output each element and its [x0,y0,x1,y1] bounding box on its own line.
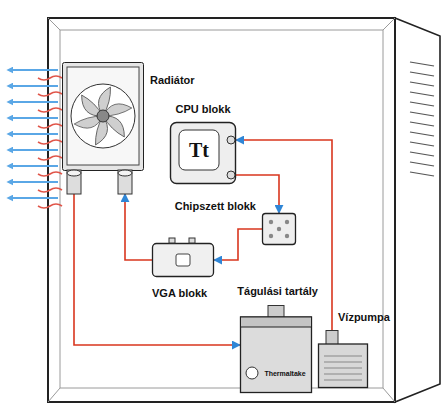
coolant-tube [236,140,332,330]
cpu-block-body [171,123,236,184]
fitting-end [118,170,132,176]
air-arrow [12,117,58,119]
component-node: VGA blokk [152,243,214,277]
component-node: Vízpumpa [318,330,368,388]
component-shape [262,213,296,245]
pump-fin [324,368,362,369]
warm-air [38,76,62,80]
screw [269,234,273,238]
pump-fin [324,380,362,381]
warm-air [38,140,62,144]
hose-fitting [189,238,195,243]
brand-logo [246,367,258,379]
component-node: Chipszett blokk [262,213,296,245]
hose-fitting [67,170,81,194]
vga-window [176,254,190,266]
case-inner-edge [60,30,383,388]
hose-fitting [227,136,235,144]
vent-slot [410,92,434,96]
vent-slot [410,102,434,106]
air-arrow [12,149,58,151]
vent-slot [410,132,434,136]
case-corner [48,388,60,402]
case-corner [48,18,60,30]
screw [285,220,289,224]
fan-ring [71,84,135,148]
component-label: Radiátor [150,74,195,87]
vga-block-body [153,244,214,277]
pump-body [319,344,368,388]
component-label: Chipszett blokk [175,200,256,213]
air-arrow [12,197,58,199]
component-node: CPU blokkTt [170,122,236,184]
reservoir-cap [268,306,284,318]
warm-air [38,108,62,112]
case-side [48,18,395,402]
component-label: Vízpumpa [338,311,390,324]
warm-air [38,188,62,192]
warm-air [38,156,62,160]
hose-fitting [169,238,175,243]
vent-slot [410,112,434,116]
screw [269,220,273,224]
warm-air [38,172,62,176]
brand-text: Thermaltake [260,367,310,379]
component-label: Tágulási tartály [237,285,318,298]
fan-hub [97,110,109,122]
vent-slot [410,152,434,156]
coolant-tube [214,229,262,260]
component-shape [152,243,214,277]
case-corner [383,18,395,30]
screw [277,227,281,231]
component-shape [318,330,368,388]
fan-frame [67,67,139,165]
screw [285,234,289,238]
pump-fin [324,362,362,363]
component-node: Tágulási tartályThermaltake [240,305,312,393]
air-arrow [12,69,58,71]
front-panel [395,18,440,402]
air-arrow [12,133,58,135]
hose-fitting [118,170,132,194]
vent-slot [410,142,434,146]
component-label: CPU blokk [175,103,230,116]
warm-air [38,124,62,128]
pump-outlet [326,331,338,345]
air-arrow [12,85,58,87]
hose-fitting [227,171,235,179]
pump-fin [324,356,362,357]
air-arrow [12,165,58,167]
vent-slot [410,162,434,166]
coolant-tube [74,194,240,345]
air-arrow [12,101,58,103]
component-shape [240,305,312,393]
pump-fin [324,374,362,375]
vent-slot [410,62,434,66]
vents [410,62,434,176]
reservoir-top [241,317,312,327]
airflow [12,70,62,208]
component-shape [62,62,144,194]
case-corner [383,388,395,402]
component-node: Radiátor [62,62,144,194]
component-label: VGA blokk [152,287,207,300]
warm-air [38,92,62,96]
coolant-tube [125,194,152,260]
warm-air [38,204,62,208]
air-arrow [12,181,58,183]
reservoir-body [241,317,312,393]
logo-plate [179,130,219,170]
fitting-end [67,170,81,176]
vent-slot [410,172,434,176]
radiator-housing [63,63,144,171]
vent-slot [410,122,434,126]
vent-slot [410,72,434,76]
chipset-block-body [263,214,296,245]
vent-slot [410,82,434,86]
brand-text: Tt [179,130,219,170]
